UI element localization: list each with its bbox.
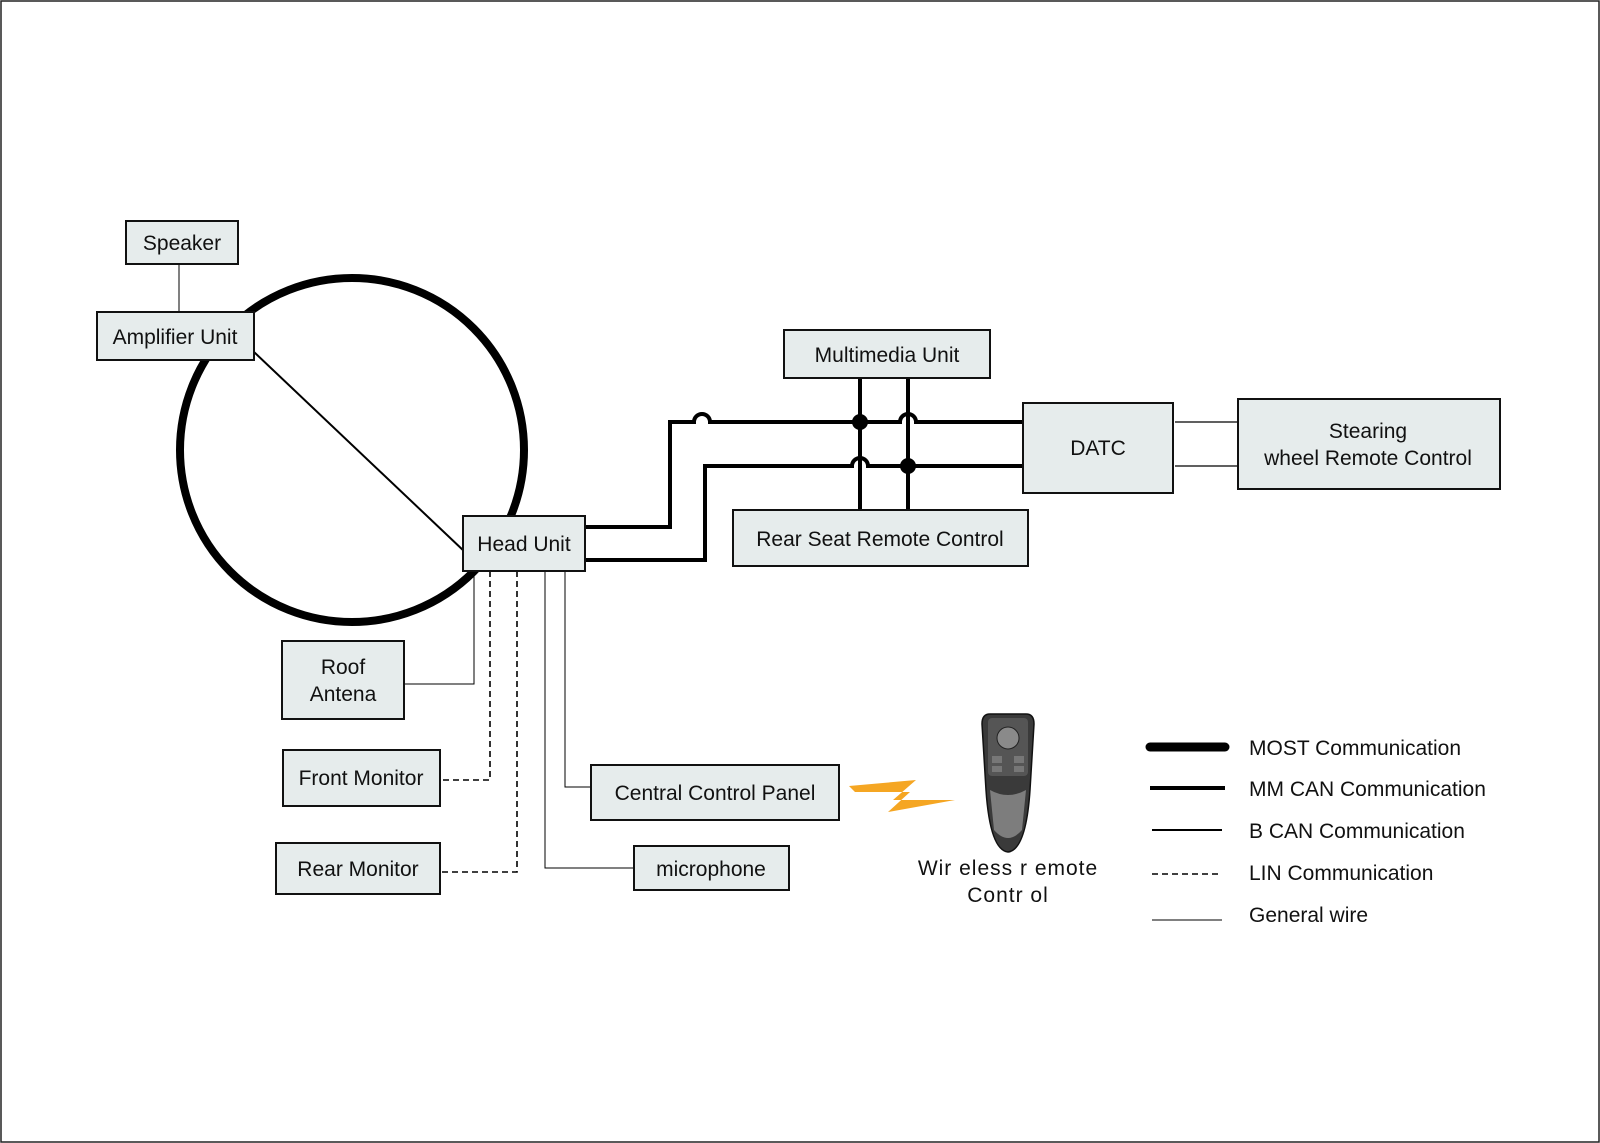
front-monitor-box: Front Monitor [282,749,441,807]
wireless-signal-icon [849,780,955,812]
legend: MOST Communication MM CAN Communication … [1145,737,1486,927]
roof-antena-wire [404,571,475,685]
microphone-box: microphone [633,845,790,891]
central-control-panel-label: Central Control Panel [615,782,816,805]
lower-bus-junction-dot [900,458,916,474]
rear-monitor-label: Rear Monitor [297,858,418,881]
front-monitor-label: Front Monitor [299,767,424,790]
rear-seat-remote-box: Rear Seat Remote Control [732,509,1029,567]
most-ring-line [176,274,528,626]
legend-most-label: MOST Communication [1249,737,1461,760]
roof-antena-label-line2: Antena [310,683,377,706]
mmcan-bus-lower-line [585,456,1023,562]
head-unit-label: Head Unit [477,533,571,556]
rear-monitor-lin-line [440,571,518,873]
rear-monitor-box: Rear Monitor [275,842,441,895]
front-monitor-lin-line [440,571,491,781]
roof-antena-box: Roof Antena [281,640,405,720]
steering-remote-box: Stearing wheel Remote Control [1237,398,1501,490]
wireless-remote-device-icon [981,713,1035,853]
central-control-panel-box: Central Control Panel [590,764,840,821]
amp-head-bcan-line [253,351,466,553]
microphone-label: microphone [656,858,766,881]
amplifier-unit-label: Amplifier Unit [113,326,238,349]
multimedia-unit-label: Multimedia Unit [815,344,960,367]
wireless-remote-caption-line2: Contr ol [967,884,1049,907]
steering-remote-label-line2: wheel Remote Control [1263,447,1472,470]
steering-remote-label-line1: Stearing [1329,420,1407,443]
legend-bcan-label: B CAN Communication [1249,820,1465,843]
microphone-wire [544,571,634,869]
speaker-box: Speaker [125,220,239,265]
central-panel-wire [564,571,591,788]
datc-label: DATC [1070,437,1126,460]
mmcan-bus-upper-line [585,412,1023,529]
legend-lin-label: LIN Communication [1249,862,1433,885]
amplifier-unit-box: Amplifier Unit [96,311,255,361]
rear-seat-remote-label: Rear Seat Remote Control [756,528,1003,551]
head-unit-box: Head Unit [462,515,586,572]
multimedia-unit-box: Multimedia Unit [783,329,991,379]
speaker-label: Speaker [143,232,221,255]
datc-box: DATC [1022,402,1174,494]
wireless-remote-caption-line1: Wir eless r emote [918,857,1098,880]
legend-mmcan-label: MM CAN Communication [1249,778,1486,801]
upper-bus-junction-dot [852,414,868,430]
roof-antena-label-line1: Roof [321,656,366,679]
legend-general-label: General wire [1249,904,1368,927]
